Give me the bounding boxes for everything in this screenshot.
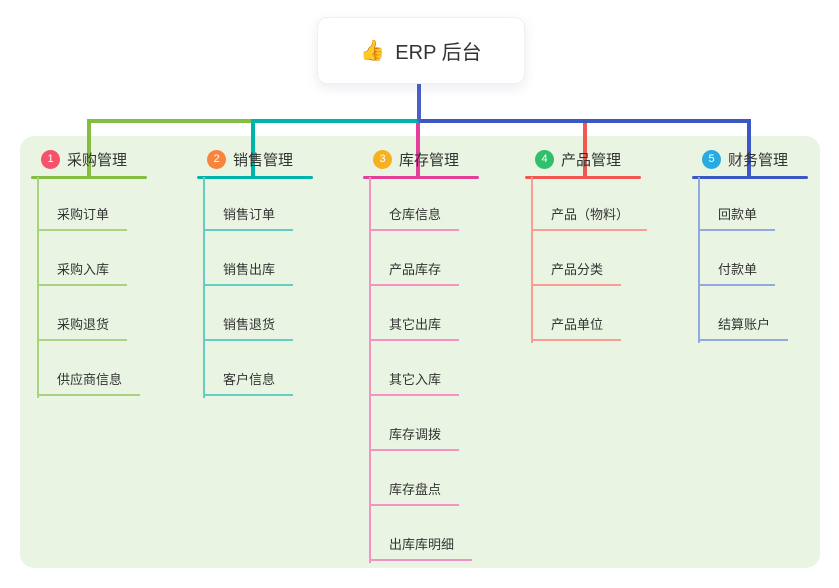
child-node[interactable]: 销售出库 — [203, 258, 294, 286]
child-node[interactable]: 其它入库 — [369, 368, 460, 396]
mindmap-panel-background — [20, 136, 820, 568]
branch-number-badge: 2 — [207, 150, 226, 169]
child-node[interactable]: 产品（物料） — [531, 203, 648, 231]
root-node[interactable]: 👍 ERP 后台 — [317, 17, 525, 84]
branch-underline — [197, 176, 313, 179]
child-node[interactable]: 出库库明细 — [369, 533, 473, 561]
branch-title-2[interactable]: 销售管理 — [233, 152, 294, 169]
child-node[interactable]: 其它出库 — [369, 313, 460, 341]
branch-child-stem — [37, 177, 39, 398]
child-node[interactable]: 采购订单 — [37, 203, 128, 231]
branch-number-badge: 3 — [373, 150, 392, 169]
child-node[interactable]: 仓库信息 — [369, 203, 460, 231]
branch-number-badge: 5 — [702, 150, 721, 169]
branch-number-badge: 4 — [535, 150, 554, 169]
child-node[interactable]: 销售退货 — [203, 313, 294, 341]
branch-child-stem — [203, 177, 205, 398]
branch-child-stem — [369, 177, 371, 563]
branch-underline — [525, 176, 641, 179]
branch-title-3[interactable]: 库存管理 — [399, 152, 460, 169]
child-node[interactable]: 付款单 — [698, 258, 776, 286]
branch-underline — [31, 176, 147, 179]
child-node[interactable]: 客户信息 — [203, 368, 294, 396]
child-node[interactable]: 产品分类 — [531, 258, 622, 286]
branch-child-stem — [531, 177, 533, 343]
branch-number-badge: 1 — [41, 150, 60, 169]
branch-title-4[interactable]: 产品管理 — [561, 152, 622, 169]
child-node[interactable]: 库存盘点 — [369, 478, 460, 506]
root-node-label: ERP 后台 — [395, 42, 482, 64]
child-node[interactable]: 供应商信息 — [37, 368, 141, 396]
child-node[interactable]: 销售订单 — [203, 203, 294, 231]
child-node[interactable]: 回款单 — [698, 203, 776, 231]
child-node[interactable]: 产品单位 — [531, 313, 622, 341]
branch-title-5[interactable]: 财务管理 — [728, 152, 789, 169]
thumbs-up-icon: 👍 — [360, 40, 386, 62]
child-node[interactable]: 产品库存 — [369, 258, 460, 286]
child-node[interactable]: 库存调拨 — [369, 423, 460, 451]
branch-child-stem — [698, 177, 700, 343]
branch-title-1[interactable]: 采购管理 — [67, 152, 128, 169]
child-node[interactable]: 结算账户 — [698, 313, 789, 341]
branch-underline — [363, 176, 479, 179]
child-node[interactable]: 采购入库 — [37, 258, 128, 286]
child-node[interactable]: 采购退货 — [37, 313, 128, 341]
branch-underline — [692, 176, 808, 179]
